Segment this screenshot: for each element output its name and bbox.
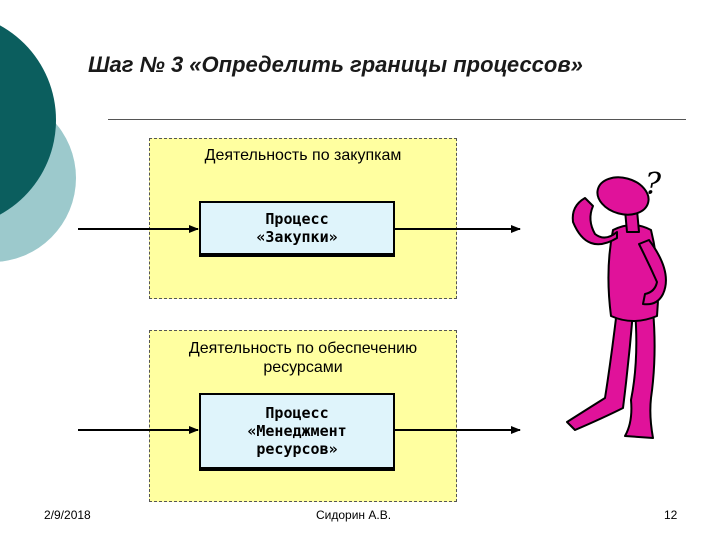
process-label-line: «Менеджмент [247, 422, 347, 440]
footer-author: Сидорин А.В. [316, 508, 392, 522]
dark-teal-circle [0, 25, 56, 215]
activity-label-resources: Деятельность по обеспечению ресурсами [149, 339, 457, 377]
activity-label-line: ресурсами [263, 359, 343, 376]
slide-title: Шаг № 3 «Определить границы процессов» [88, 52, 583, 77]
process-box-purchasing: Процесс «Закупки» [199, 201, 395, 257]
activity-label-line: Деятельность по закупкам [204, 147, 402, 164]
decorative-circles [0, 25, 76, 262]
process-label-line: Процесс [265, 404, 329, 422]
footer-date: 2/9/2018 [44, 508, 91, 522]
activity-label-purchasing: Деятельность по закупкам [149, 146, 457, 165]
process-label-line: «Закупки» [256, 228, 338, 246]
thinking-figure-icon: ? [566, 167, 667, 439]
question-mark: ? [645, 167, 662, 202]
process-label-line: ресурсов» [256, 440, 338, 458]
process-label-line: Процесс [265, 210, 329, 228]
process-box-resources: Процесс «Менеджмент ресурсов» [199, 393, 395, 471]
activity-label-line: Деятельность по обеспечению [188, 340, 418, 357]
title-divider [108, 119, 686, 120]
page-number: 12 [664, 508, 678, 522]
